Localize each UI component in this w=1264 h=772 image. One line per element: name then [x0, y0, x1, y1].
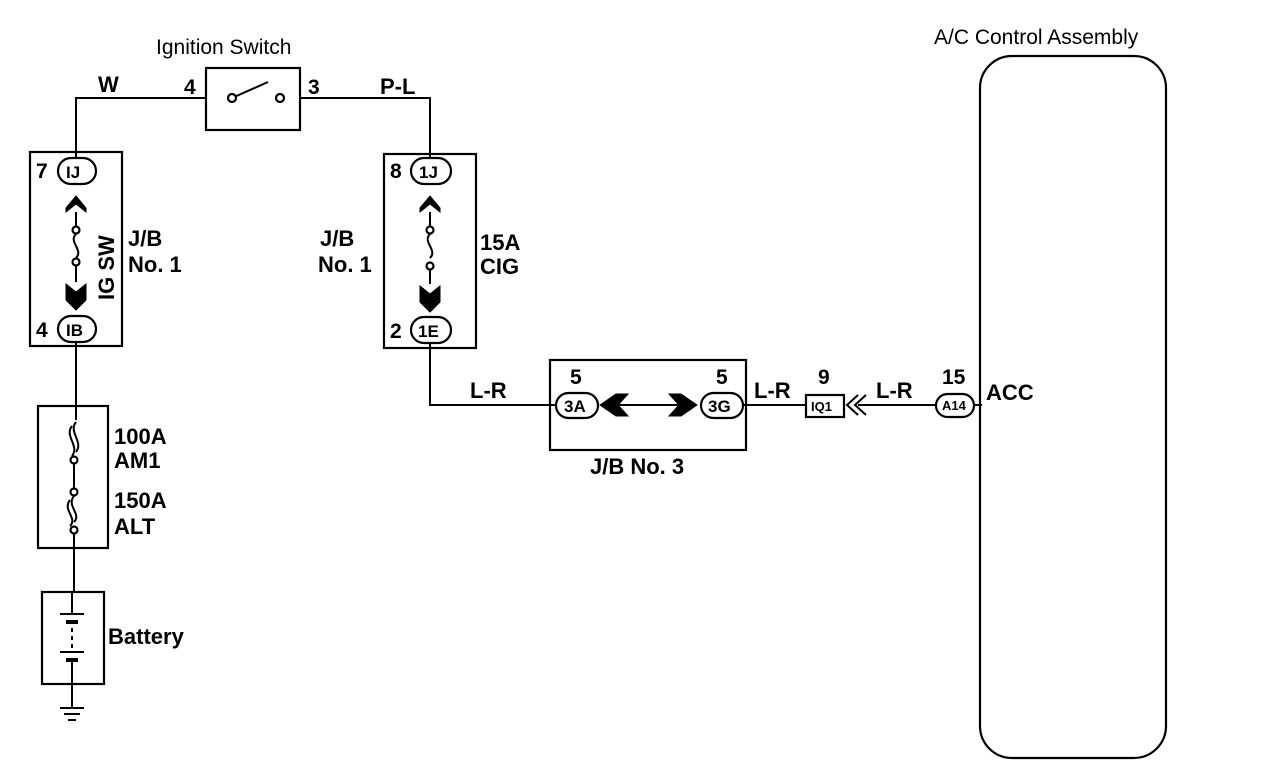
fuse-node-bottom: [425, 261, 435, 271]
arrow-up-icon: [65, 195, 87, 214]
fuse-ig-sw-symbol: [72, 233, 80, 259]
wire-lr-1e-to-3a: [429, 343, 556, 406]
ignition-pin-right: 3: [308, 76, 320, 99]
fusible-am1-symbol: [68, 421, 80, 457]
fusible-name-1: AM1: [114, 448, 160, 473]
ac-terminal-acc: ACC: [986, 380, 1034, 405]
conn-1j: [409, 156, 453, 186]
fusible-rating-2: 150A: [114, 488, 167, 513]
arrow-right-icon: [667, 393, 698, 417]
jb1-left-fuse-name: IG SW: [94, 235, 119, 300]
jb3-label: J/B No. 3: [590, 454, 684, 479]
chevron-left-icon: [845, 394, 867, 416]
wire-w: [75, 97, 206, 158]
jb1-right-top-pin: 8: [390, 160, 402, 183]
jb1-ig-sw: IJ 7 IB 4 IG SW J/B No. 1: [28, 150, 182, 348]
fusible-node: [69, 525, 79, 535]
jb3-right-pin: 5: [716, 366, 728, 389]
conn-1e-label: 1E: [418, 322, 439, 341]
fusible-rating-1: 100A: [114, 424, 167, 449]
fuse-cig-symbol: [426, 233, 434, 259]
fusible-alt-symbol: [66, 495, 78, 527]
conn-a14-label: A14: [942, 398, 967, 413]
conn-1j-label: 1J: [419, 163, 438, 182]
iq1-pin: 9: [818, 366, 830, 389]
wire-label-lr-3: L-R: [876, 378, 913, 403]
ac-control-body: [978, 54, 1168, 760]
arrow-down-icon: [65, 282, 87, 311]
fusible-node: [69, 487, 79, 497]
ignition-switch-title: Ignition Switch: [156, 36, 291, 59]
jb1-right-label-2: No. 1: [318, 252, 372, 277]
switch-node-right: [274, 92, 286, 104]
ignition-switch: Ignition Switch 4 3: [156, 36, 320, 132]
jb1-left-box: [28, 150, 124, 348]
wire-label-pl: P-L: [380, 74, 415, 99]
ac-control-assembly: A/C Control Assembly A14 15 ACC: [934, 26, 1168, 760]
jb1-right-box: [382, 152, 478, 350]
ignition-switch-box: [204, 66, 302, 132]
fusible-name-2: ALT: [114, 514, 156, 539]
conn-ij: [56, 156, 98, 186]
jb1-left-top-pin: 7: [36, 160, 48, 183]
fusible-links: 100A AM1 150A ALT: [36, 404, 167, 550]
fuse-node-top: [425, 225, 435, 235]
ac-control-title: A/C Control Assembly: [934, 26, 1139, 49]
conn-ij-label: IJ: [66, 163, 80, 182]
jb1-right-bottom-pin: 2: [390, 320, 402, 343]
jb1-right-label-1: J/B: [320, 226, 354, 251]
ground-icon: [60, 707, 84, 721]
jb3-box: [548, 358, 748, 452]
fuse-name-cig: CIG: [480, 254, 519, 279]
jb1-left-label-2: No. 1: [128, 252, 182, 277]
fusible-node: [69, 455, 79, 465]
conn-a14: [934, 392, 976, 419]
iq1-box: [804, 393, 846, 419]
conn-3a: [554, 391, 600, 420]
battery: Battery: [40, 590, 185, 686]
wire-label-lr-2: L-R: [754, 378, 791, 403]
jb3: 3A 5 3G 5 J/B No. 3: [548, 358, 748, 479]
iq1-label: IQ1: [811, 399, 832, 414]
switch-contact: [231, 81, 269, 99]
battery-label: Battery: [108, 624, 185, 649]
conn-3a-label: 3A: [564, 397, 586, 416]
switch-node-left: [226, 92, 238, 104]
conn-ib: [56, 314, 98, 344]
ac-pin: 15: [942, 366, 966, 389]
jb3-left-pin: 5: [570, 366, 582, 389]
conn-ib-label: IB: [66, 321, 83, 340]
wires: [71, 97, 982, 708]
arrow-up-icon: [419, 195, 441, 214]
conn-3g-label: 3G: [708, 397, 731, 416]
wire-label-lr-1: L-R: [470, 378, 507, 403]
conn-3g: [699, 391, 745, 420]
fuse-node-bottom: [71, 257, 81, 267]
fuse-rating-15a: 15A: [480, 230, 520, 255]
jb1-left-bottom-pin: 4: [36, 319, 48, 342]
ignition-pin-left: 4: [184, 76, 196, 99]
fuse-node-top: [71, 225, 81, 235]
arrow-down-icon: [419, 284, 441, 313]
jb1-cig: 1J 8 1E 2 J/B No. 1 15A CIG: [318, 152, 520, 350]
jb1-left-label-1: J/B: [128, 226, 162, 251]
conn-1e: [409, 315, 453, 345]
connector-iq1: IQ1 9: [804, 366, 867, 419]
wire-label-w: W: [98, 72, 119, 97]
wire-pl: [300, 97, 431, 158]
